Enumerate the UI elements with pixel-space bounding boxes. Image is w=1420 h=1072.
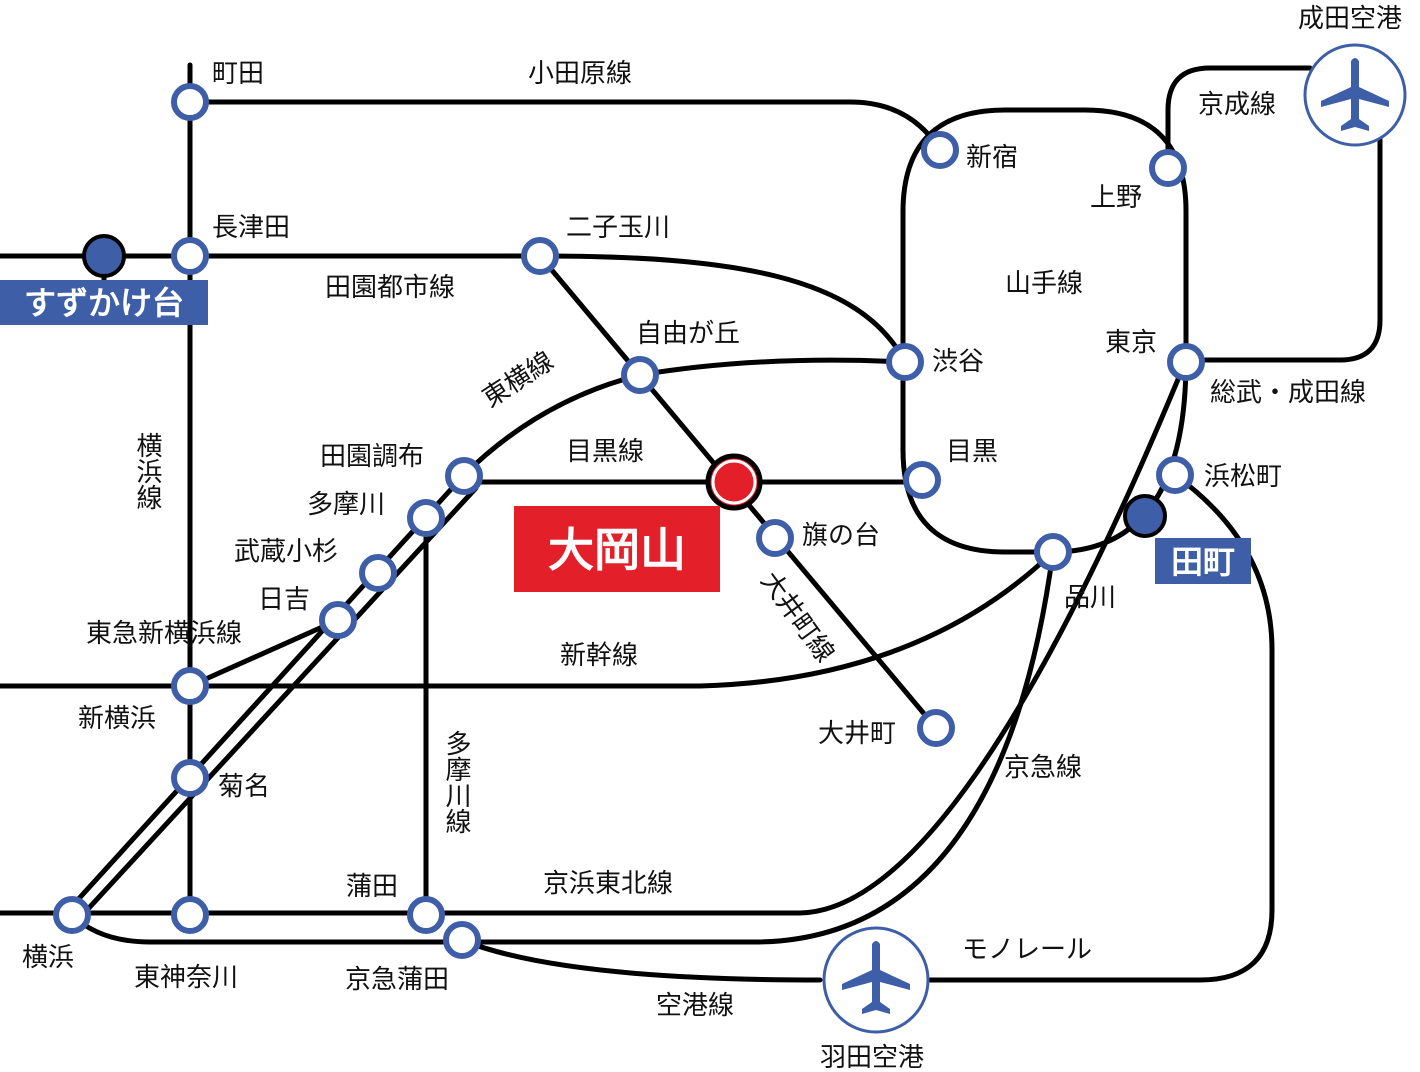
label-line-denentoshi: 田園都市線 xyxy=(325,273,455,303)
station-oimachi[interactable] xyxy=(917,709,955,747)
line-meguro-parallel xyxy=(73,485,479,925)
label-line-yokohama: 横浜線 xyxy=(132,432,162,510)
label-line-sobu-narita: 総武・成田線 xyxy=(1210,378,1366,408)
airport-haneda[interactable] xyxy=(822,926,930,1034)
label-haneda: 羽田空港 xyxy=(820,1043,924,1072)
label-line-meguro: 目黒線 xyxy=(566,437,644,467)
label-ueno: 上野 xyxy=(1090,183,1142,213)
station-tamagawa[interactable] xyxy=(407,499,445,537)
station-yokohama[interactable] xyxy=(53,896,91,934)
label-hamamatsucho: 浜松町 xyxy=(1204,462,1282,492)
line-monorail xyxy=(927,472,1275,983)
highlight-station-box xyxy=(514,506,720,592)
station-kamata[interactable] xyxy=(407,896,445,934)
airport-narita[interactable] xyxy=(1303,43,1407,147)
label-machida: 町田 xyxy=(212,59,264,89)
label-narita: 成田空港 xyxy=(1298,4,1402,34)
tamachi-box xyxy=(1155,538,1251,584)
station-meguro[interactable] xyxy=(903,461,941,499)
label-shinjuku: 新宿 xyxy=(966,143,1018,173)
line-sobu-narita xyxy=(1185,117,1383,363)
station-ueno[interactable] xyxy=(1149,149,1187,187)
station-musashikosugi[interactable] xyxy=(359,554,397,592)
line-shinkansen xyxy=(0,549,1056,689)
label-hatanodai: 旗の台 xyxy=(802,521,880,551)
label-tamagawa: 多摩川 xyxy=(307,490,385,520)
label-keikyukamata: 京急蒲田 xyxy=(345,965,449,995)
station-futakotamagawa[interactable] xyxy=(521,237,559,275)
line-keisei xyxy=(1165,65,1313,171)
label-jiyugaoka: 自由が丘 xyxy=(636,319,740,349)
station-shibuya[interactable] xyxy=(886,343,924,381)
label-line-odakyu: 小田原線 xyxy=(528,59,632,89)
station-shinyokohama[interactable] xyxy=(171,667,209,705)
station-ookayama-marker[interactable] xyxy=(705,453,763,511)
label-line-oimachi: 大井町線 xyxy=(754,566,839,668)
label-musashikosugi: 武蔵小杉 xyxy=(234,537,338,567)
label-line-toyoko: 東横線 xyxy=(477,346,559,414)
line-denentoshi xyxy=(0,253,908,365)
label-nagatsuta: 長津田 xyxy=(212,213,290,243)
label-kikuna: 菊名 xyxy=(218,772,270,802)
label-meguro: 目黒 xyxy=(946,437,998,467)
highlight-station-label: 大岡山 xyxy=(548,523,686,577)
line-keikyu xyxy=(69,549,1056,945)
label-oimachi: 大井町 xyxy=(818,719,896,749)
station-tokyo[interactable] xyxy=(1167,343,1205,381)
label-line-kuko: 空港線 xyxy=(656,991,734,1021)
label-line-tokyu-shinyokohama: 東急新横浜線 xyxy=(86,619,242,649)
suzukakedai-label: すずかけ台 xyxy=(24,284,184,322)
line-tokyu-shinyokohama xyxy=(187,617,341,689)
label-shibuya: 渋谷 xyxy=(932,347,984,377)
station-ookayama-inner-ring xyxy=(711,459,757,505)
label-denenchofu: 田園調布 xyxy=(320,442,424,472)
label-line-keihin-tohoku: 京浜東北線 xyxy=(543,869,673,899)
station-labels: 町田 長津田 二子玉川 自由が丘 田園調布 多摩川 武蔵小杉 日吉 新横浜 菊名… xyxy=(22,4,1402,1072)
station-machida[interactable] xyxy=(171,83,209,121)
label-shinagawa: 品川 xyxy=(1064,583,1116,613)
station-suzukakedai-marker[interactable] xyxy=(82,234,126,278)
label-tokyo: 東京 xyxy=(1105,328,1157,358)
label-hiyoshi: 日吉 xyxy=(258,585,310,615)
stations xyxy=(53,83,1205,959)
line-labels: 小田原線 京成線 田園都市線 山手線 東横線 総武・成田線 目黒線 大井町線 横… xyxy=(86,59,1366,1021)
station-tamachi-marker[interactable] xyxy=(1123,494,1167,538)
line-kuko xyxy=(459,937,823,983)
station-nagatsuta[interactable] xyxy=(171,237,209,275)
station-keikyukamata[interactable] xyxy=(443,921,481,959)
station-higashikanagawa[interactable] xyxy=(171,896,209,934)
line-odakyu xyxy=(187,99,943,153)
label-line-monorail: モノレール xyxy=(962,935,1092,965)
label-line-tamagawa: 多摩川線 xyxy=(441,730,471,834)
airplane-icon xyxy=(1321,58,1389,131)
label-yokohama: 横浜 xyxy=(22,943,74,973)
line-keihin-tohoku xyxy=(0,357,1189,916)
label-higashikanagawa: 東神奈川 xyxy=(134,963,238,993)
label-line-keisei: 京成線 xyxy=(1198,90,1276,120)
label-line-shinkansen: 新幹線 xyxy=(560,641,638,671)
tamachi-label: 田町 xyxy=(1171,543,1235,581)
station-hatanodai[interactable] xyxy=(756,519,794,557)
label-futakotamagawa: 二子玉川 xyxy=(566,213,670,243)
airplane-icon xyxy=(842,941,910,1014)
station-jiyugaoka[interactable] xyxy=(621,356,659,394)
label-kamata: 蒲田 xyxy=(346,872,398,902)
station-denenchofu[interactable] xyxy=(445,457,483,495)
station-hiyoshi[interactable] xyxy=(319,601,357,639)
station-hamamatsucho[interactable] xyxy=(1156,456,1194,494)
label-line-yamanote: 山手線 xyxy=(1005,269,1083,299)
station-kikuna[interactable] xyxy=(171,759,209,797)
station-shinjuku[interactable] xyxy=(921,131,959,169)
station-shinagawa[interactable] xyxy=(1034,533,1072,571)
suzukakedai-box xyxy=(0,280,208,325)
label-line-keikyu: 京急線 xyxy=(1004,753,1082,783)
label-shinyokohama: 新横浜 xyxy=(78,704,156,734)
